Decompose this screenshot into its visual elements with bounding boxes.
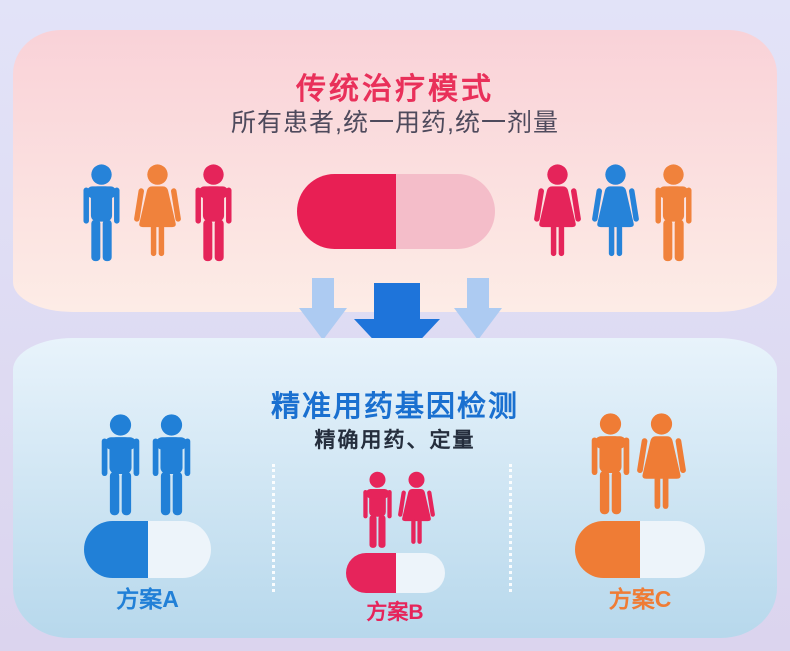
male-person-icon: [96, 412, 145, 518]
down-arrow-large-icon: [354, 283, 440, 365]
plan-a-pill-right-half: [147, 521, 211, 578]
traditional-treatment-panel: [13, 30, 777, 312]
traditional-subtitle: 所有患者,统一用药,统一剂量: [231, 109, 559, 137]
plan-b-pill-left-half: [346, 553, 396, 593]
capsule-left-half: [297, 174, 396, 249]
male-person-icon: [147, 412, 196, 518]
plan-b-pill-icon: [346, 553, 445, 593]
female-person-icon: [134, 163, 181, 263]
male-person-icon: [650, 163, 697, 263]
precision-title: 精准用药基因检测: [270, 391, 519, 423]
plan-b-pill-right-half: [395, 553, 445, 593]
male-person-icon: [359, 470, 396, 550]
patients-right-group: [534, 163, 697, 263]
plan-a-pill-left-half: [84, 521, 148, 578]
precision-subtitle: 精确用药、定量: [314, 429, 476, 452]
male-person-icon: [586, 411, 635, 517]
down-arrow-small-right-icon: [454, 278, 502, 340]
plan-c-pill-right-half: [640, 521, 705, 578]
patients-left-group: [78, 163, 237, 263]
plan-a-pill-icon: [84, 521, 211, 578]
female-person-icon: [534, 163, 581, 263]
female-person-icon: [637, 411, 686, 517]
female-person-icon: [398, 470, 435, 550]
capsule-icon: [297, 174, 495, 249]
plan-a-people-group: [96, 412, 196, 518]
capsule-right-half: [396, 174, 495, 249]
dotted-divider-left: [272, 464, 275, 592]
plan-c-pill-left-half: [575, 521, 640, 578]
plan-a-label: 方案A: [116, 586, 179, 612]
male-person-icon: [78, 163, 125, 263]
traditional-title: 传统治疗模式: [296, 73, 494, 106]
plan-b-people-group: [359, 470, 435, 550]
male-person-icon: [190, 163, 237, 263]
female-person-icon: [592, 163, 639, 263]
plan-c-pill-icon: [575, 521, 705, 578]
plan-b-label: 方案B: [366, 601, 424, 624]
dotted-divider-right: [509, 464, 512, 592]
down-arrow-small-left-icon: [299, 278, 347, 340]
plan-c-people-group: [586, 411, 686, 517]
plan-c-label: 方案C: [608, 586, 672, 612]
